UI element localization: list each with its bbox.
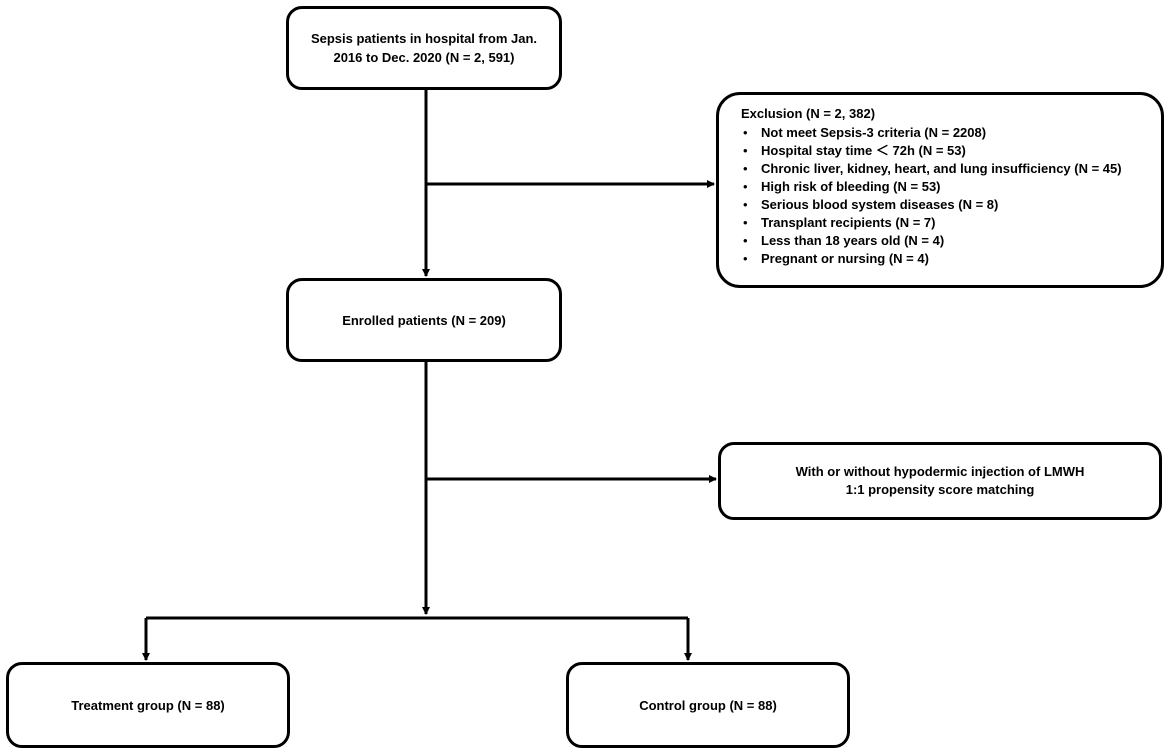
exclusion-title: Exclusion (N = 2, 382) xyxy=(741,106,876,121)
exclusion-item: Less than 18 years old (N = 4) xyxy=(741,232,1161,250)
exclusion-item: Pregnant or nursing (N = 4) xyxy=(741,250,1161,268)
enrolled-label: Enrolled patients (N = 209) xyxy=(342,312,506,328)
control-group-box: Control group (N = 88) xyxy=(566,662,850,748)
control-label: Control group (N = 88) xyxy=(639,697,777,713)
sepsis-patients-box: Sepsis patients in hospital from Jan. 20… xyxy=(286,6,562,90)
sepsis-box-line2: 2016 to Dec. 2020 (N = 2, 591) xyxy=(333,50,515,65)
lmwh-matching-box: With or without hypodermic injection of … xyxy=(718,442,1162,520)
exclusion-item: Chronic liver, kidney, heart, and lung i… xyxy=(741,160,1161,178)
exclusion-item: Serious blood system diseases (N = 8) xyxy=(741,196,1161,214)
sepsis-box-line1: Sepsis patients in hospital from Jan. xyxy=(310,31,538,46)
exclusion-list: Not meet Sepsis-3 criteria (N = 2208) Ho… xyxy=(741,124,1161,268)
matching-line2: 1:1 propensity score matching xyxy=(845,482,1035,497)
matching-line1: With or without hypodermic injection of … xyxy=(795,464,1085,479)
exclusion-box: Exclusion (N = 2, 382) Not meet Sepsis-3… xyxy=(716,92,1164,288)
treatment-group-box: Treatment group (N = 88) xyxy=(6,662,290,748)
exclusion-item: Not meet Sepsis-3 criteria (N = 2208) xyxy=(741,124,1161,142)
treatment-label: Treatment group (N = 88) xyxy=(71,697,225,713)
exclusion-item: Hospital stay time ＜ 72h (N = 53) xyxy=(741,142,1161,160)
exclusion-item: Transplant recipients (N = 7) xyxy=(741,214,1161,232)
enrolled-patients-box: Enrolled patients (N = 209) xyxy=(286,278,562,362)
exclusion-item: High risk of bleeding (N = 53) xyxy=(741,178,1161,196)
